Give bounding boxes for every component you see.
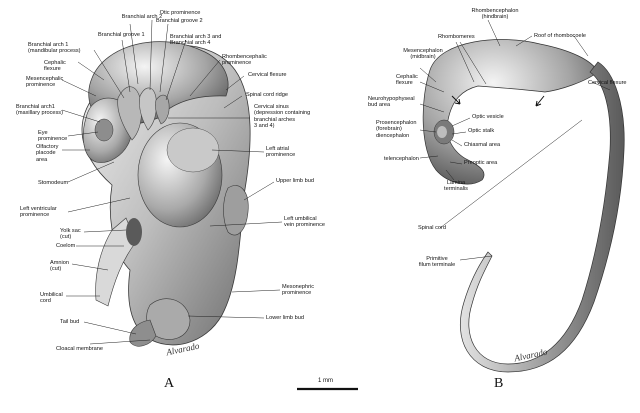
label-cervical-flexure-b: Cervical flexure xyxy=(588,80,627,86)
label-olfactory-placode: Olfactory placode area xyxy=(36,144,59,163)
label-left-ventricular-prominence: Left ventricular prominence xyxy=(20,206,57,219)
umbilical-cord-shape xyxy=(95,217,137,307)
label-chiasmal-area: Chiasmal area xyxy=(464,142,501,148)
label-optic-vesicle: Optic vesicle xyxy=(472,114,504,120)
label-eye-prominence: Eye prominence xyxy=(38,130,68,143)
branchial-arch-2-shape xyxy=(139,87,157,131)
label-yolk-sac: Yolk sac (cut) xyxy=(60,228,81,241)
label-otic-prominence: Otic prominence xyxy=(159,10,201,16)
branchial-arch-1-shape xyxy=(117,86,142,141)
yolk-sac-cut xyxy=(126,218,142,246)
label-roof-of-rhombocoele: Roof of rhombocoele xyxy=(534,33,586,39)
label-optic-stalk: Optic stalk xyxy=(468,128,495,134)
optic-vesicle-inner xyxy=(437,126,447,138)
label-mesonephric-prominence: Mesonephric prominence xyxy=(282,284,315,297)
leader-lines-b xyxy=(419,19,611,261)
panel-label-b: B xyxy=(494,376,504,391)
label-prosencephalon: Prosencephalon (forebrain) diencephalon xyxy=(376,120,417,139)
label-mesencephalic-prominence: Mesencephalic prominence xyxy=(26,76,64,89)
label-mesencephalon: Mesencephalon (midbrain) xyxy=(403,48,443,61)
label-amnion: Amnion (cut) xyxy=(50,260,69,273)
label-spinal-cord-ridge: Spinal cord ridge xyxy=(246,92,288,98)
label-coelom: Coelom xyxy=(56,243,76,249)
label-left-atrial-prominence: Left atrial prominence xyxy=(266,146,296,159)
label-cervical-flexure-a: Cervical flexure xyxy=(248,72,287,78)
label-spinal-cord: Spinal cord xyxy=(418,225,446,231)
label-branchial-arch-2: Branchial arch 2 xyxy=(121,14,163,20)
label-rhombencephalic-prominence: Rhombencephalic prominence xyxy=(222,54,267,67)
neural-tube-b xyxy=(422,39,625,373)
label-left-umbilical-vein: Left umbilical vein prominence xyxy=(284,216,326,229)
spinal-cord-tube xyxy=(460,61,625,373)
label-cloacal-membrane: Cloacal membrane xyxy=(56,346,103,352)
label-upper-limb-bud: Upper limb bud xyxy=(276,178,314,184)
tail-bud-shape xyxy=(129,319,157,347)
label-neurohypophyseal: Neurohypophyseal bud area xyxy=(368,96,415,109)
label-branchial-groove-2: Branchial groove 2 xyxy=(156,18,203,24)
label-lower-limb-bud: Lower limb bud xyxy=(266,315,304,321)
label-preoptic-area: Preoptic area xyxy=(464,160,498,166)
atrial-prominence xyxy=(166,127,220,173)
label-branchial-arch-1-maxillary: Branchial arch1 (maxillary process) xyxy=(16,104,63,117)
embryo-a xyxy=(81,41,251,347)
branchial-arch-3-shape xyxy=(155,94,170,125)
label-umbilical-cord: Umbilical cord xyxy=(40,292,63,305)
label-telencephalon: telencephalon xyxy=(384,156,419,162)
cephalic-flexure-arrow xyxy=(451,95,461,105)
label-lamina-terminalis: Lamina terminalis xyxy=(444,180,468,193)
label-stomodeum: Stomodeum xyxy=(38,180,69,186)
cervical-flexure-arrow xyxy=(535,95,545,107)
scale-bar-label: 1 mm xyxy=(318,378,333,384)
panel-label-a: A xyxy=(164,376,175,391)
label-rhombencephalon: Rhombencephalon (hindbrain) xyxy=(471,8,519,21)
upper-limb-bud-shape xyxy=(223,185,249,236)
label-branchial-arch-1-mandibular: Branchial arch 1 (mandibular process) xyxy=(28,42,81,55)
leader-lines-a xyxy=(61,19,283,345)
label-cephalic-flexure-b: Cephalic flexure xyxy=(396,74,418,87)
label-cervical-sinus: Cervical sinus (depression containing br… xyxy=(254,104,311,130)
label-branchial-groove-1: Branchial groove 1 xyxy=(98,32,145,38)
label-branchial-arch-3-4: Branchial arch 3 and Branchial arch 4 xyxy=(170,34,222,47)
label-primitive-filum: Primitive filum terminale xyxy=(418,256,456,269)
eye-shape xyxy=(94,118,114,142)
brain-vesicles xyxy=(422,39,599,185)
label-rhombomeres: Rhombomeres xyxy=(438,34,475,40)
label-tail-bud: Tail bud xyxy=(60,319,80,325)
label-cephalic-flexure-a: Cephalic flexure xyxy=(44,60,66,73)
